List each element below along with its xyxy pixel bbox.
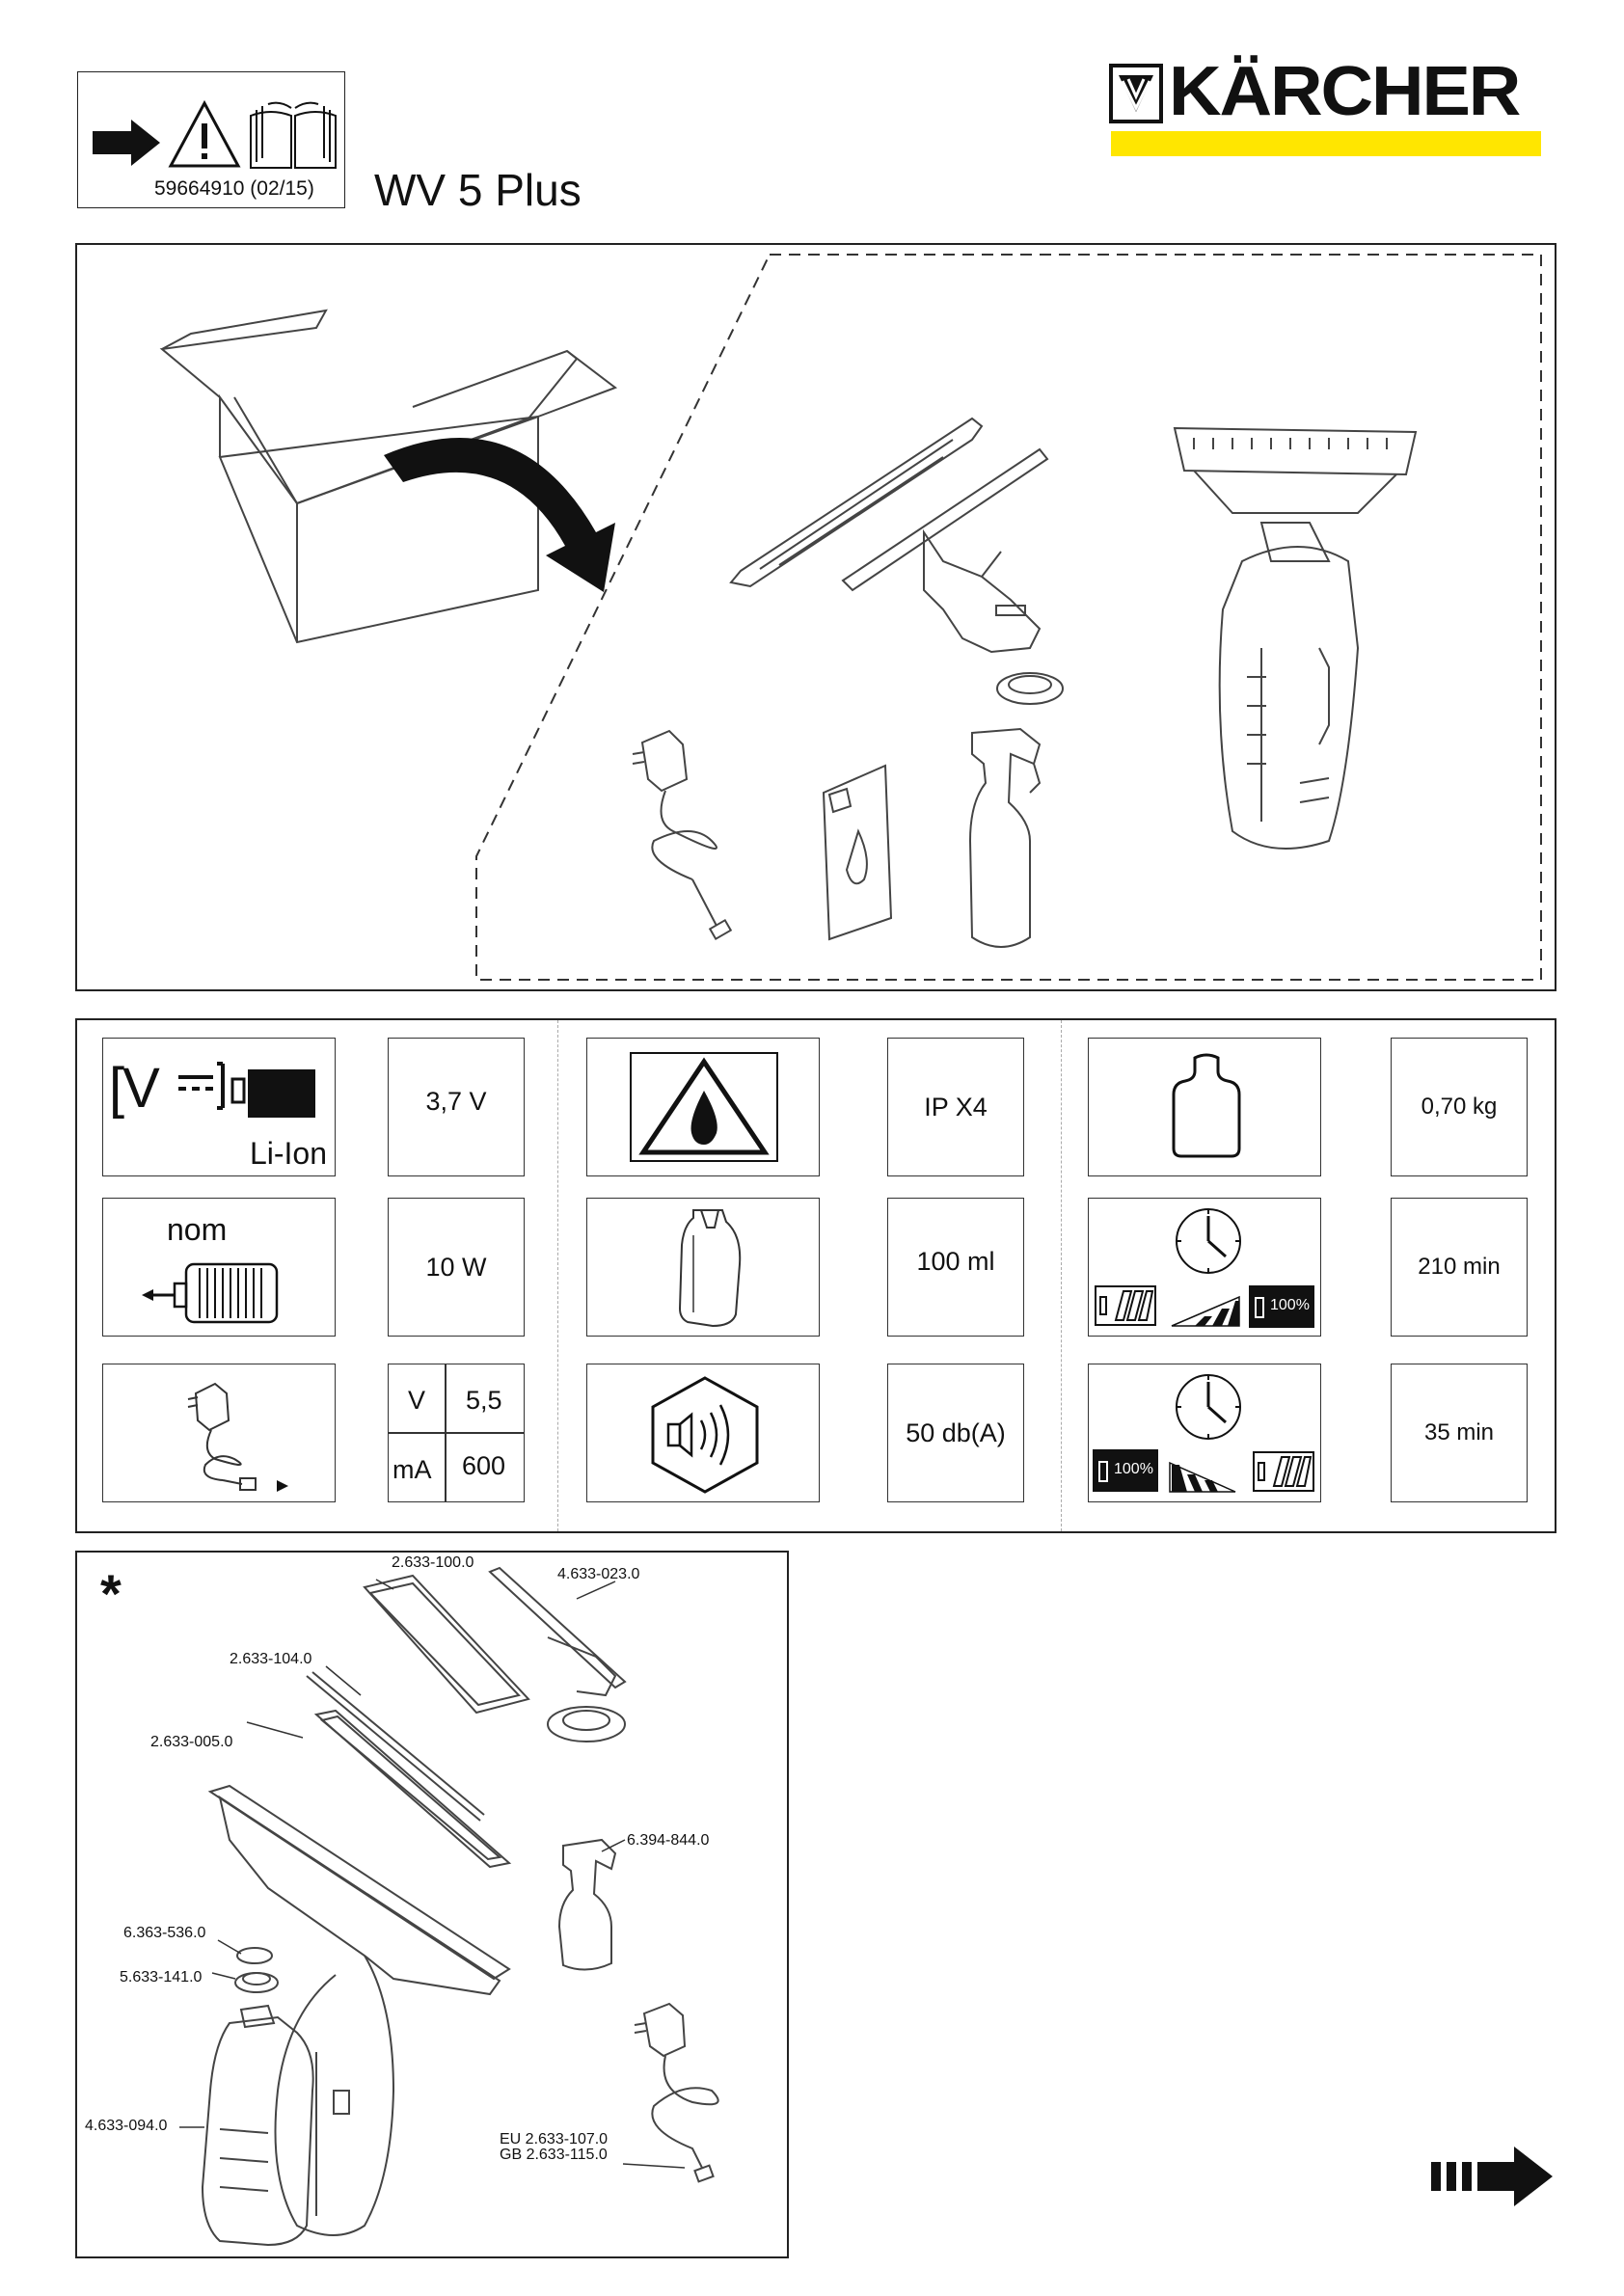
brand-logo: KÄRCHER bbox=[1109, 53, 1541, 158]
part-number-charger-eu: EU 2.633-107.0 bbox=[500, 2131, 609, 2147]
empty-battery-icon bbox=[1253, 1451, 1314, 1492]
charger-voltage-value: 5,5 bbox=[466, 1386, 502, 1415]
spare-blade-icon bbox=[729, 417, 984, 588]
charging-ramp-icon bbox=[1171, 1295, 1240, 1327]
sound-level-icon bbox=[651, 1376, 759, 1494]
wiper-attachment-icon bbox=[841, 447, 1049, 654]
charger-spec-table: V 5,5 mA 600 bbox=[388, 1364, 525, 1502]
run-percent-label: 100% bbox=[1114, 1461, 1153, 1477]
motor-icon-cell: nom bbox=[102, 1198, 336, 1337]
charge-percent-label: 100% bbox=[1270, 1297, 1310, 1313]
run-time-value: 35 min bbox=[1391, 1364, 1528, 1502]
part-number-charger-gb: GB 2.633-115.0 bbox=[500, 2147, 608, 2163]
noise-value: 50 db(A) bbox=[887, 1364, 1024, 1502]
moisture-warning-cell bbox=[586, 1038, 820, 1176]
nominal-label: nom bbox=[167, 1212, 228, 1247]
motor-icon bbox=[142, 1262, 279, 1324]
manual-book-icon bbox=[250, 101, 337, 169]
part-number-o-ring: 6.363-536.0 bbox=[123, 1925, 206, 1941]
part-number-seal: 5.633-141.0 bbox=[120, 1969, 203, 1985]
seal-ring-icon bbox=[996, 672, 1064, 705]
part-number-wiper-lip: 2.633-005.0 bbox=[150, 1734, 233, 1750]
weight-icon-cell bbox=[1088, 1038, 1321, 1176]
part-number-spray-bottle: 6.394-844.0 bbox=[627, 1832, 710, 1849]
brand-name: KÄRCHER bbox=[1169, 53, 1521, 130]
charge-time-icon-cell: 100% bbox=[1088, 1198, 1321, 1337]
right-arrow-icon bbox=[93, 120, 160, 166]
run-time-icon-cell: 100% bbox=[1088, 1364, 1321, 1502]
model-title: WV 5 Plus bbox=[374, 165, 582, 215]
unpack-arrow-icon bbox=[384, 438, 615, 592]
power-value: 10 W bbox=[388, 1198, 525, 1337]
charger-icon bbox=[632, 729, 733, 941]
exploded-parts-diagram bbox=[179, 1566, 719, 2247]
tank-value: 100 ml bbox=[887, 1198, 1024, 1337]
part-number-blade-strips: 2.633-104.0 bbox=[230, 1651, 312, 1667]
karcher-emblem-icon bbox=[1109, 64, 1163, 123]
water-tank-icon bbox=[678, 1209, 742, 1328]
document-number: 59664910 (02/15) bbox=[154, 177, 314, 200]
unpacking-illustration bbox=[159, 254, 1542, 981]
charge-time-value: 210 min bbox=[1391, 1198, 1528, 1337]
brand-yellow-bar bbox=[1111, 131, 1541, 156]
voltage-value: 3,7 V bbox=[388, 1038, 525, 1176]
ip-rating-value: IP X4 bbox=[887, 1038, 1024, 1176]
charger-voltage-label: V bbox=[408, 1386, 426, 1415]
tech-divider-2 bbox=[1061, 1020, 1063, 1531]
battery-icon-cell: [V Li-Ion bbox=[102, 1038, 336, 1176]
dc-battery-icon bbox=[178, 1062, 315, 1118]
clock-icon bbox=[1176, 1208, 1241, 1274]
warning-icon bbox=[168, 99, 241, 168]
noise-icon-cell bbox=[586, 1364, 820, 1502]
clock-icon bbox=[1176, 1374, 1241, 1440]
water-drop-warning-icon bbox=[630, 1052, 778, 1162]
charger-spec-icon-cell bbox=[102, 1364, 336, 1502]
next-page-arrow-icon bbox=[1431, 2147, 1553, 2206]
part-number-holder: 4.633-023.0 bbox=[557, 1566, 640, 1582]
full-battery-indicator: 100% bbox=[1093, 1449, 1158, 1492]
unpacking-panel bbox=[75, 243, 1556, 991]
tech-divider-1 bbox=[557, 1020, 559, 1531]
empty-battery-icon bbox=[1095, 1285, 1156, 1326]
optional-asterisk: * bbox=[100, 1563, 122, 1624]
package-contents-dashed-outline bbox=[475, 254, 1542, 981]
tech-data-panel bbox=[75, 1018, 1556, 1533]
spare-parts-panel bbox=[75, 1551, 789, 2258]
window-vac-icon bbox=[1173, 426, 1418, 850]
manual-booklet-icon bbox=[822, 764, 893, 941]
charger-current-value: 600 bbox=[462, 1451, 506, 1480]
weight-value: 0,70 kg bbox=[1391, 1038, 1528, 1176]
header-icon-box bbox=[77, 71, 345, 208]
battery-type-label: Li-Ion bbox=[249, 1136, 327, 1171]
part-number-blade-cover: 2.633-100.0 bbox=[392, 1554, 474, 1571]
power-adapter-icon bbox=[187, 1382, 288, 1492]
charger-current-label: mA bbox=[392, 1455, 432, 1484]
tank-icon-cell bbox=[586, 1198, 820, 1337]
part-number-dirt-tank: 4.633-094.0 bbox=[85, 2118, 168, 2134]
spray-bottle-icon bbox=[968, 727, 1042, 948]
full-battery-indicator: 100% bbox=[1249, 1285, 1314, 1328]
discharging-ramp-icon bbox=[1169, 1461, 1236, 1493]
battery-voltage-label: [V bbox=[109, 1057, 160, 1120]
weight-icon bbox=[1172, 1053, 1241, 1158]
